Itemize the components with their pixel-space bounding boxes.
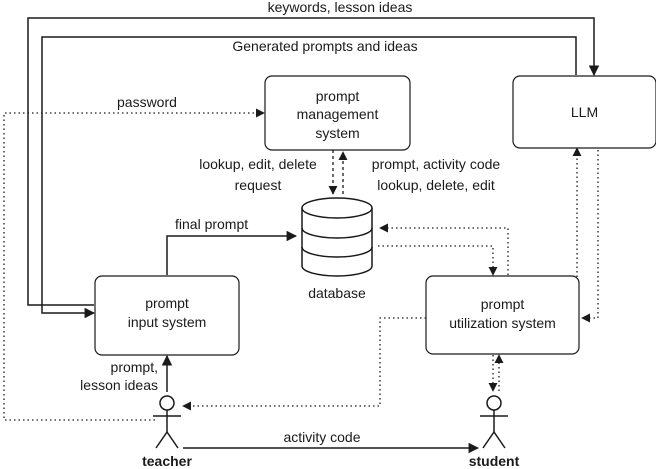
label-prompt-activity-code: prompt, activity code	[372, 156, 501, 172]
node-label: management	[297, 106, 379, 122]
label-lookup-request: lookup, edit, delete	[199, 156, 317, 172]
edge-pus-to-database	[379, 223, 509, 275]
label-prompt-lesson-ideas: prompt,	[111, 359, 158, 375]
edge-final-prompt	[166, 230, 298, 275]
edge-keywords-lesson-ideas	[27, 17, 600, 306]
node-label: prompt	[481, 296, 525, 312]
label-keywords-lesson-ideas: keywords, lesson ideas	[268, 0, 413, 15]
node-label: system	[315, 125, 359, 141]
label-prompt-activity-code: lookup, delete, edit	[377, 177, 495, 193]
node-label: prompt	[316, 88, 360, 104]
node-label: prompt	[145, 295, 189, 311]
edge-pus-to-teacher	[182, 317, 426, 411]
database-label: database	[308, 285, 366, 301]
teacher-person-icon	[153, 395, 181, 449]
student-person-icon	[480, 395, 508, 449]
label-prompt-lesson-ideas: lesson ideas	[80, 377, 158, 393]
database-icon	[301, 197, 373, 277]
student-label: student	[469, 453, 520, 469]
label-password: password	[117, 94, 177, 110]
teacher-label: teacher	[142, 453, 192, 469]
prompt-management-system-node: prompt management system	[264, 75, 411, 151]
label-final-prompt: final prompt	[175, 216, 248, 232]
prompt-utilization-system-node: prompt utilization system	[425, 275, 580, 355]
edge-llm-to-pus	[581, 150, 599, 323]
llm-node: LLM	[512, 75, 656, 149]
label-lookup-request: request	[235, 177, 282, 193]
edge-generated-prompts	[41, 36, 577, 319]
node-label: input system	[128, 314, 207, 330]
node-label: utilization system	[449, 315, 556, 331]
label-generated-prompts: Generated prompts and ideas	[232, 38, 417, 54]
prompt-input-system-node: prompt input system	[94, 275, 240, 356]
edge-database-to-pus	[378, 245, 498, 276]
node-label: LLM	[571, 104, 598, 120]
label-activity-code: activity code	[283, 429, 360, 445]
